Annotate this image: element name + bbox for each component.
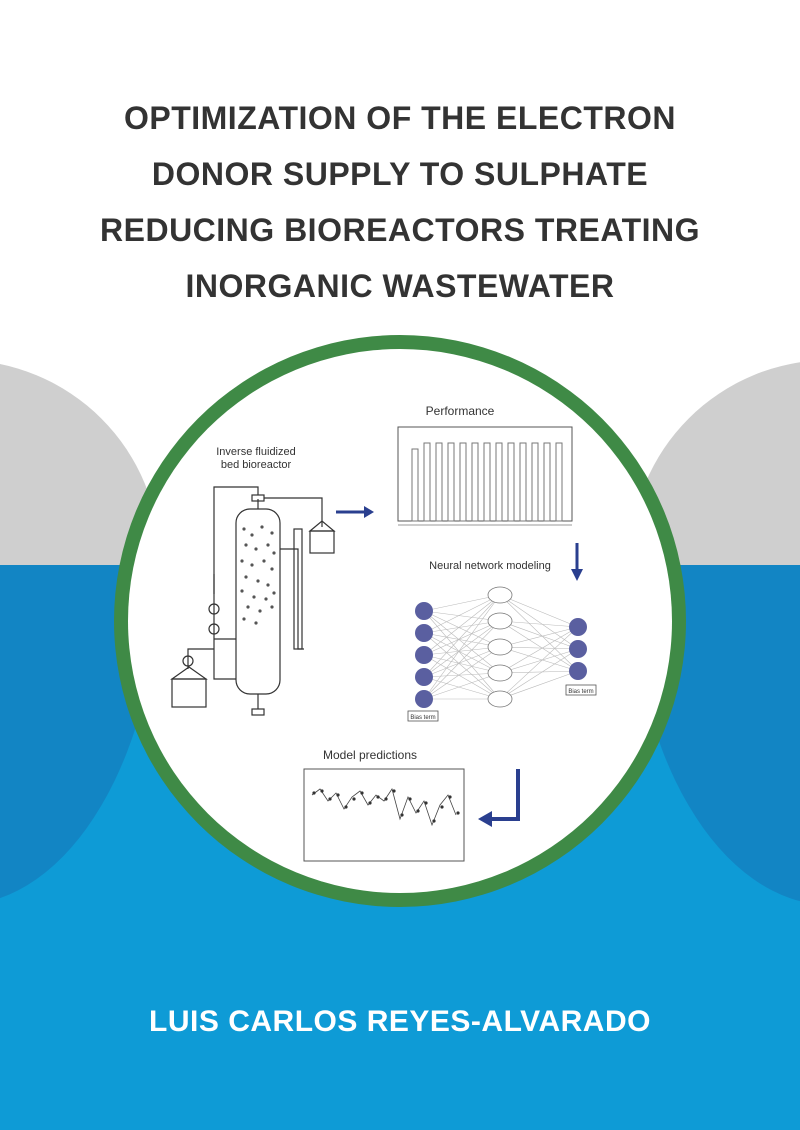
- title-line-1: OPTIMIZATION OF THE ELECTRON: [123, 100, 677, 136]
- arrow-right-icon: [336, 506, 374, 518]
- arrow-down-icon: [571, 543, 583, 581]
- model-predictions-chart: [303, 768, 465, 862]
- reactor-label-2: bed bioreactor: [221, 459, 292, 471]
- reactor-particles: [240, 525, 276, 625]
- process-diagram: Inverse fluidized bed bioreactor: [170, 404, 597, 862]
- arrow-return-head-icon: [478, 811, 492, 827]
- reactor-label-1: Inverse fluidized: [216, 446, 296, 458]
- arrow-return-icon: [490, 769, 520, 821]
- neural-network-diagram: Bias term Bias term: [407, 586, 597, 722]
- author-name: LUIS CARLOS REYES-ALVARADO: [149, 1005, 651, 1038]
- nn-title: Neural network modeling: [429, 560, 551, 572]
- title-line-4: INORGANIC WASTEWATER: [185, 268, 615, 304]
- title-line-3: REDUCING BIOREACTORS TREATING: [100, 212, 700, 248]
- book-title: OPTIMIZATION OF THE ELECTRON DONOR SUPPL…: [40, 90, 760, 314]
- performance-chart: [397, 426, 573, 526]
- diagram-circle: Inverse fluidized bed bioreactor: [128, 349, 672, 893]
- performance-title: Performance: [426, 404, 495, 418]
- bias-label-input: Bias term: [410, 715, 435, 721]
- title-line-2: DONOR SUPPLY TO SULPHATE: [151, 156, 649, 192]
- model-title: Model predictions: [323, 748, 417, 762]
- bioreactor-schematic: [170, 486, 336, 716]
- bias-label-output: Bias term: [568, 689, 593, 695]
